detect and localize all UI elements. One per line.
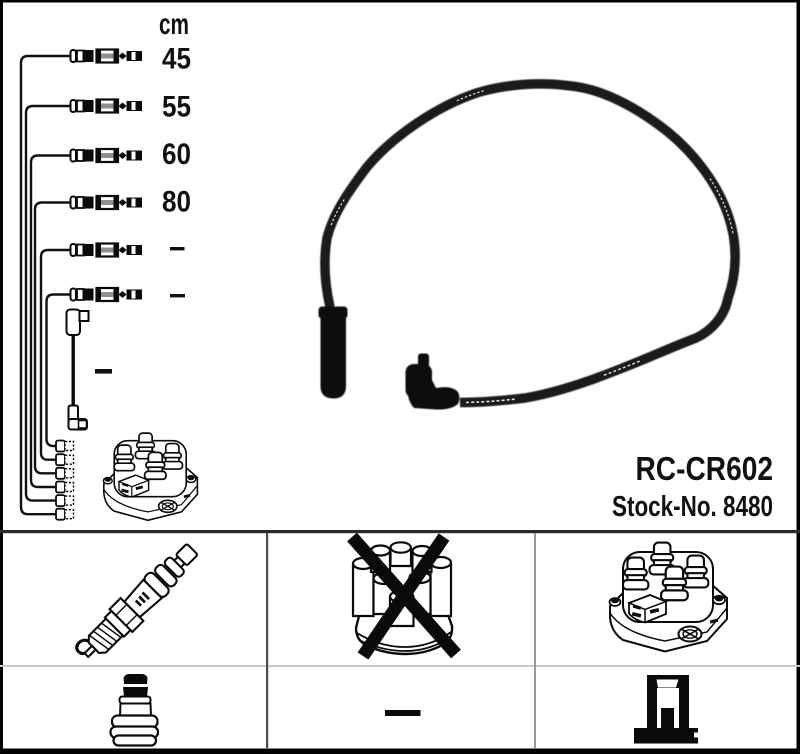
svg-text:55: 55: [162, 91, 191, 124]
svg-text:cm: cm: [159, 8, 189, 41]
svg-text:45: 45: [162, 42, 191, 75]
svg-text:Stock-No. 8480: Stock-No. 8480: [612, 491, 773, 523]
svg-text:RC-CR602: RC-CR602: [636, 451, 774, 488]
svg-text:80: 80: [162, 186, 191, 219]
svg-text:60: 60: [162, 138, 191, 171]
